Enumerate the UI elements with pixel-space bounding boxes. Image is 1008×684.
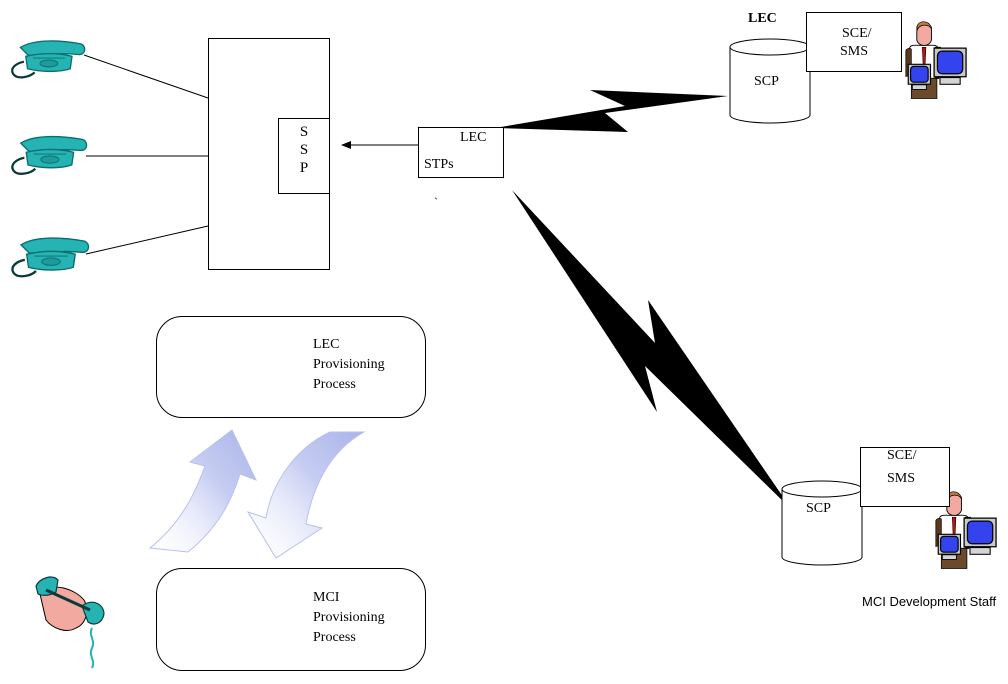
telephone-icon <box>11 39 86 79</box>
two-way-curved-arrows-icon <box>148 429 366 559</box>
mci-sms-label: SMS <box>887 471 916 486</box>
lec-provisioning-line1: LEC <box>313 337 340 352</box>
lec-provisioning-box <box>156 316 426 418</box>
lec-scp-database-icon <box>729 38 811 124</box>
lightning-link-mci <box>512 190 792 510</box>
lec-scp-label: SCP <box>754 74 779 89</box>
lec-site-title: LEC <box>748 11 777 26</box>
stp-label-stps: STPs <box>424 157 454 172</box>
ssp-letter: S <box>299 142 309 158</box>
mci-scp-label: SCP <box>806 501 831 516</box>
ssp-box: S S P <box>278 118 330 194</box>
telephone-icon <box>11 236 90 278</box>
lec-sce-label: SCE/ <box>842 26 872 41</box>
mci-scp-database-icon <box>781 480 863 566</box>
mci-sce-sms-box <box>860 447 950 507</box>
ssp-letter: S <box>299 124 309 140</box>
stray-mark: ` <box>434 195 438 209</box>
mci-provisioning-line3: Process <box>313 630 356 645</box>
phone-line <box>85 225 209 255</box>
mci-sce-label: SCE/ <box>887 448 917 463</box>
mci-provisioning-line2: Provisioning <box>313 610 385 625</box>
stp-label-lec: LEC <box>460 130 487 145</box>
lec-sce-sms-box <box>806 12 902 72</box>
staff-person-icon <box>904 19 968 101</box>
phone-line <box>83 54 209 99</box>
mci-staff-caption: MCI Development Staff <box>862 594 997 609</box>
mci-provisioning-line1: MCI <box>313 590 340 605</box>
lec-provisioning-line3: Process <box>313 377 356 392</box>
telephone-icon <box>11 135 88 175</box>
lec-sms-label: SMS <box>840 44 869 59</box>
lec-provisioning-line2: Provisioning <box>313 357 385 372</box>
ssp-letter: P <box>299 160 309 176</box>
stp-box <box>418 127 504 178</box>
mci-provisioning-box <box>156 568 426 671</box>
lightning-link-lec <box>495 90 728 132</box>
hand-holding-handset-icon <box>35 576 105 669</box>
